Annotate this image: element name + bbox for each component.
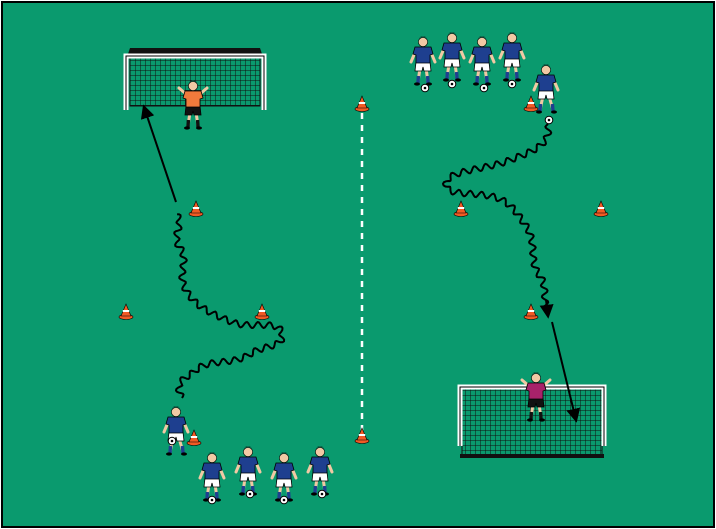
pitch-background [2,2,714,527]
pitch-canvas [0,0,716,529]
drill-diagram [0,0,716,529]
